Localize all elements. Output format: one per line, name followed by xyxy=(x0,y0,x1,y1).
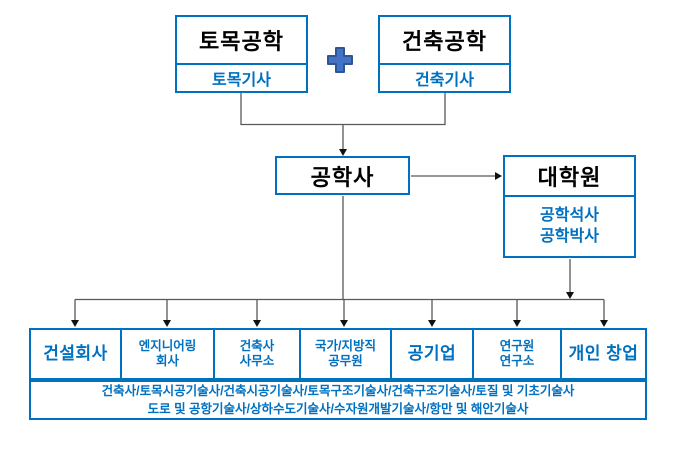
career-label: 공기업 xyxy=(407,343,457,363)
node-bachelor-of-engineering: 공학사 xyxy=(275,156,410,195)
graduate-school-title: 대학원 xyxy=(537,165,602,190)
doctorate-degree-label: 공학박사 xyxy=(540,227,599,245)
career-label: 엔지니어링 xyxy=(138,339,197,353)
certifications-line-2: 도로 및 공항기술사/상하수도기술사/수자원개발기술사/항만 및 해안기술사 xyxy=(147,402,529,416)
career-architect-office: 건축사 사무소 xyxy=(213,328,301,380)
node-architectural-engineering: 건축공학 건축기사 xyxy=(378,15,511,93)
career-construction-company: 건설회사 xyxy=(29,328,122,380)
certifications-line-1: 건축사/토목시공기술사/건축시공기술사/토목구조기술사/건축구조기술사/토질 및… xyxy=(101,383,575,398)
career-label: 연구소 xyxy=(499,354,535,368)
architectural-engineering-title: 건축공학 xyxy=(402,29,487,54)
career-label: 개인 창업 xyxy=(568,343,639,363)
career-options-row: 건설회사 엔지니어링 회사 건축사 사무소 국가/지방직 공무원 공기업 연구원… xyxy=(29,328,647,380)
career-label: 연구원 xyxy=(499,339,535,353)
career-label: 건설회사 xyxy=(43,343,108,363)
architect-engineer-cert-label: 건축기사 xyxy=(380,63,509,91)
career-label: 국가/지방직 xyxy=(315,339,376,353)
career-startup: 개인 창업 xyxy=(560,328,647,380)
career-research-institute: 연구원 연구소 xyxy=(472,328,562,380)
career-engineering-firm: 엔지니어링 회사 xyxy=(120,328,215,380)
civil-engineering-title: 토목공학 xyxy=(199,29,284,54)
career-label: 사무소 xyxy=(239,354,275,368)
certifications-bar: 건축사/토목시공기술사/건축시공기술사/토목구조기술사/건축구조기술사/토질 및… xyxy=(29,380,647,420)
node-civil-engineering: 토목공학 토목기사 xyxy=(175,15,308,93)
career-label: 건축사 xyxy=(239,339,275,353)
plus-icon-glyph xyxy=(327,47,353,73)
career-label: 공무원 xyxy=(328,354,363,368)
career-label: 회사 xyxy=(155,354,179,368)
career-public-enterprise: 공기업 xyxy=(390,328,474,380)
graduate-degrees: 공학석사 공학박사 xyxy=(505,195,634,256)
civil-engineer-cert-label: 토목기사 xyxy=(177,63,306,91)
bachelor-title: 공학사 xyxy=(310,164,375,190)
career-civil-servant: 국가/지방직 공무원 xyxy=(299,328,392,380)
masters-degree-label: 공학석사 xyxy=(540,206,599,224)
plus-icon xyxy=(326,46,354,74)
node-graduate-school: 대학원 공학석사 공학박사 xyxy=(503,155,636,258)
